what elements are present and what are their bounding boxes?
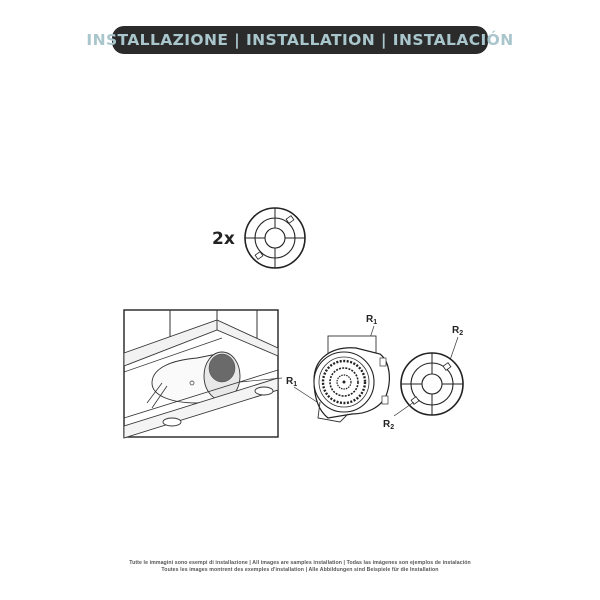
callout-r1-scene: R1 xyxy=(286,376,321,405)
blower-motor-icon: R1 xyxy=(313,314,390,423)
svg-text:R2: R2 xyxy=(383,419,394,431)
footnote-line-2: Toutes les images montrent des exemples … xyxy=(161,567,439,573)
section-title: INSTALLAZIONE | INSTALLATION | INSTALACI… xyxy=(86,31,514,49)
hood-interior-blower-icon xyxy=(123,309,282,439)
svg-text:R1: R1 xyxy=(366,314,377,326)
footnote-line-1: Tutte le immagini sono esempi di install… xyxy=(129,560,471,566)
svg-text:R2: R2 xyxy=(452,325,463,337)
callout-letter: R xyxy=(286,376,294,387)
quantity-label: 2x xyxy=(212,229,235,249)
section-header: INSTALLAZIONE | INSTALLATION | INSTALACI… xyxy=(86,26,513,54)
reducer-ring-detail-icon: R2 R2 xyxy=(383,325,464,431)
reducer-ring-icon xyxy=(244,207,306,269)
svg-text:R1: R1 xyxy=(286,376,297,388)
